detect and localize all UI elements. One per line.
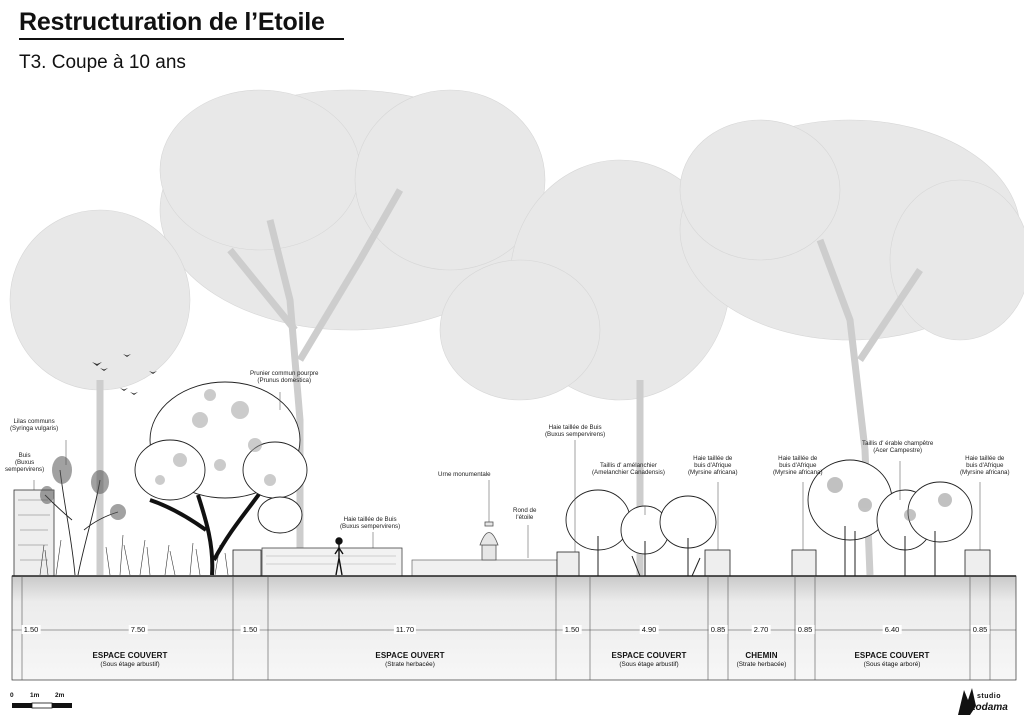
undergrowth xyxy=(39,534,229,576)
background-trees xyxy=(9,89,1024,401)
plum-tree xyxy=(134,381,308,576)
myrsine-hedge-1 xyxy=(704,549,731,577)
zone-espace-couvert-2: ESPACE COUVERT(Sous étage arbustif) xyxy=(611,651,687,668)
logo-studio-text: studio xyxy=(977,693,1001,700)
title-underline xyxy=(19,38,344,40)
birds xyxy=(92,354,157,395)
logo-name-text: kodama xyxy=(970,702,1008,713)
scale-label-zero: 0 xyxy=(10,692,14,699)
amelanchier-thicket xyxy=(565,489,717,555)
label-taillis-amelanchier: Taillis d' amélanchier (Amelanchier Cana… xyxy=(592,462,665,477)
buis-hedge-left xyxy=(13,489,55,577)
label-taillis-erable: Taillis d' érable champêtre (Acer Campes… xyxy=(862,440,934,455)
myrsine-hedge-3 xyxy=(964,549,991,577)
studio-logo-mark xyxy=(958,688,976,715)
dimension-value: 0.85 xyxy=(795,625,815,634)
monumental-urn xyxy=(479,521,499,561)
scale-label-2m: 2m xyxy=(55,692,65,699)
label-haie-afrique-3: Haie taillée de buis d'Afrique (Myrsine … xyxy=(960,455,1010,477)
maple-thicket xyxy=(807,459,973,551)
dimension-value: 0.85 xyxy=(708,625,728,634)
buis-hedge-post-1 xyxy=(232,549,262,577)
page-subtitle: T3. Coupe à 10 ans xyxy=(19,52,186,73)
ground-section xyxy=(12,576,1016,680)
scale-label-1m: 1m xyxy=(30,692,40,699)
buis-hedge-post-2 xyxy=(556,551,580,577)
page-title: Restructuration de l’Etoile xyxy=(19,8,325,36)
dimension-value: 1.50 xyxy=(21,625,41,634)
dimension-value: 11.70 xyxy=(393,625,417,634)
dimension-value: 6.40 xyxy=(882,625,902,634)
dimension-value: 0.85 xyxy=(970,625,990,634)
label-lilas: Lilas communs (Syringa vulgaris) xyxy=(10,418,59,433)
label-haie-buis-2: Haie taillée de Buis (Buxus sempervirens… xyxy=(545,424,606,439)
scale-bar xyxy=(12,702,72,709)
dimension-value: 7.50 xyxy=(128,625,148,634)
label-haie-afrique-2: Haie taillée de buis d'Afrique (Myrsine … xyxy=(773,455,823,477)
label-buis: Buis (Buxus sempervirens) xyxy=(5,452,45,474)
dimension-value: 1.50 xyxy=(562,625,582,634)
person-figure xyxy=(334,537,344,576)
dimension-value: 2.70 xyxy=(751,625,771,634)
label-rond-etoile: Rond de l'étoile xyxy=(513,507,537,522)
dimension-value: 4.90 xyxy=(639,625,659,634)
zone-espace-ouvert: ESPACE OUVERT(Strate herbacée) xyxy=(375,651,445,668)
label-haie-buis-1: Haie taillée de Buis (Buxus sempervirens… xyxy=(340,516,401,531)
dimension-value: 1.50 xyxy=(240,625,260,634)
label-haie-afrique-1: Haie taillée de buis d'Afrique (Myrsine … xyxy=(688,455,738,477)
label-prunier: Prunier commun pourpre (Prunus domestica… xyxy=(250,370,319,385)
zone-chemin: CHEMIN(Strate herbacée) xyxy=(736,651,787,668)
label-leaders xyxy=(33,392,981,558)
zone-espace-couvert-3: ESPACE COUVERT(Sous étage arboré) xyxy=(854,651,930,668)
buis-hedge-long xyxy=(261,547,403,577)
zone-espace-couvert-1: ESPACE COUVERT(Sous étage arbustif) xyxy=(92,651,168,668)
rond-etoile-hedge xyxy=(411,559,558,577)
myrsine-hedge-2 xyxy=(791,549,817,577)
label-urne: Urne monumentale xyxy=(438,471,491,478)
